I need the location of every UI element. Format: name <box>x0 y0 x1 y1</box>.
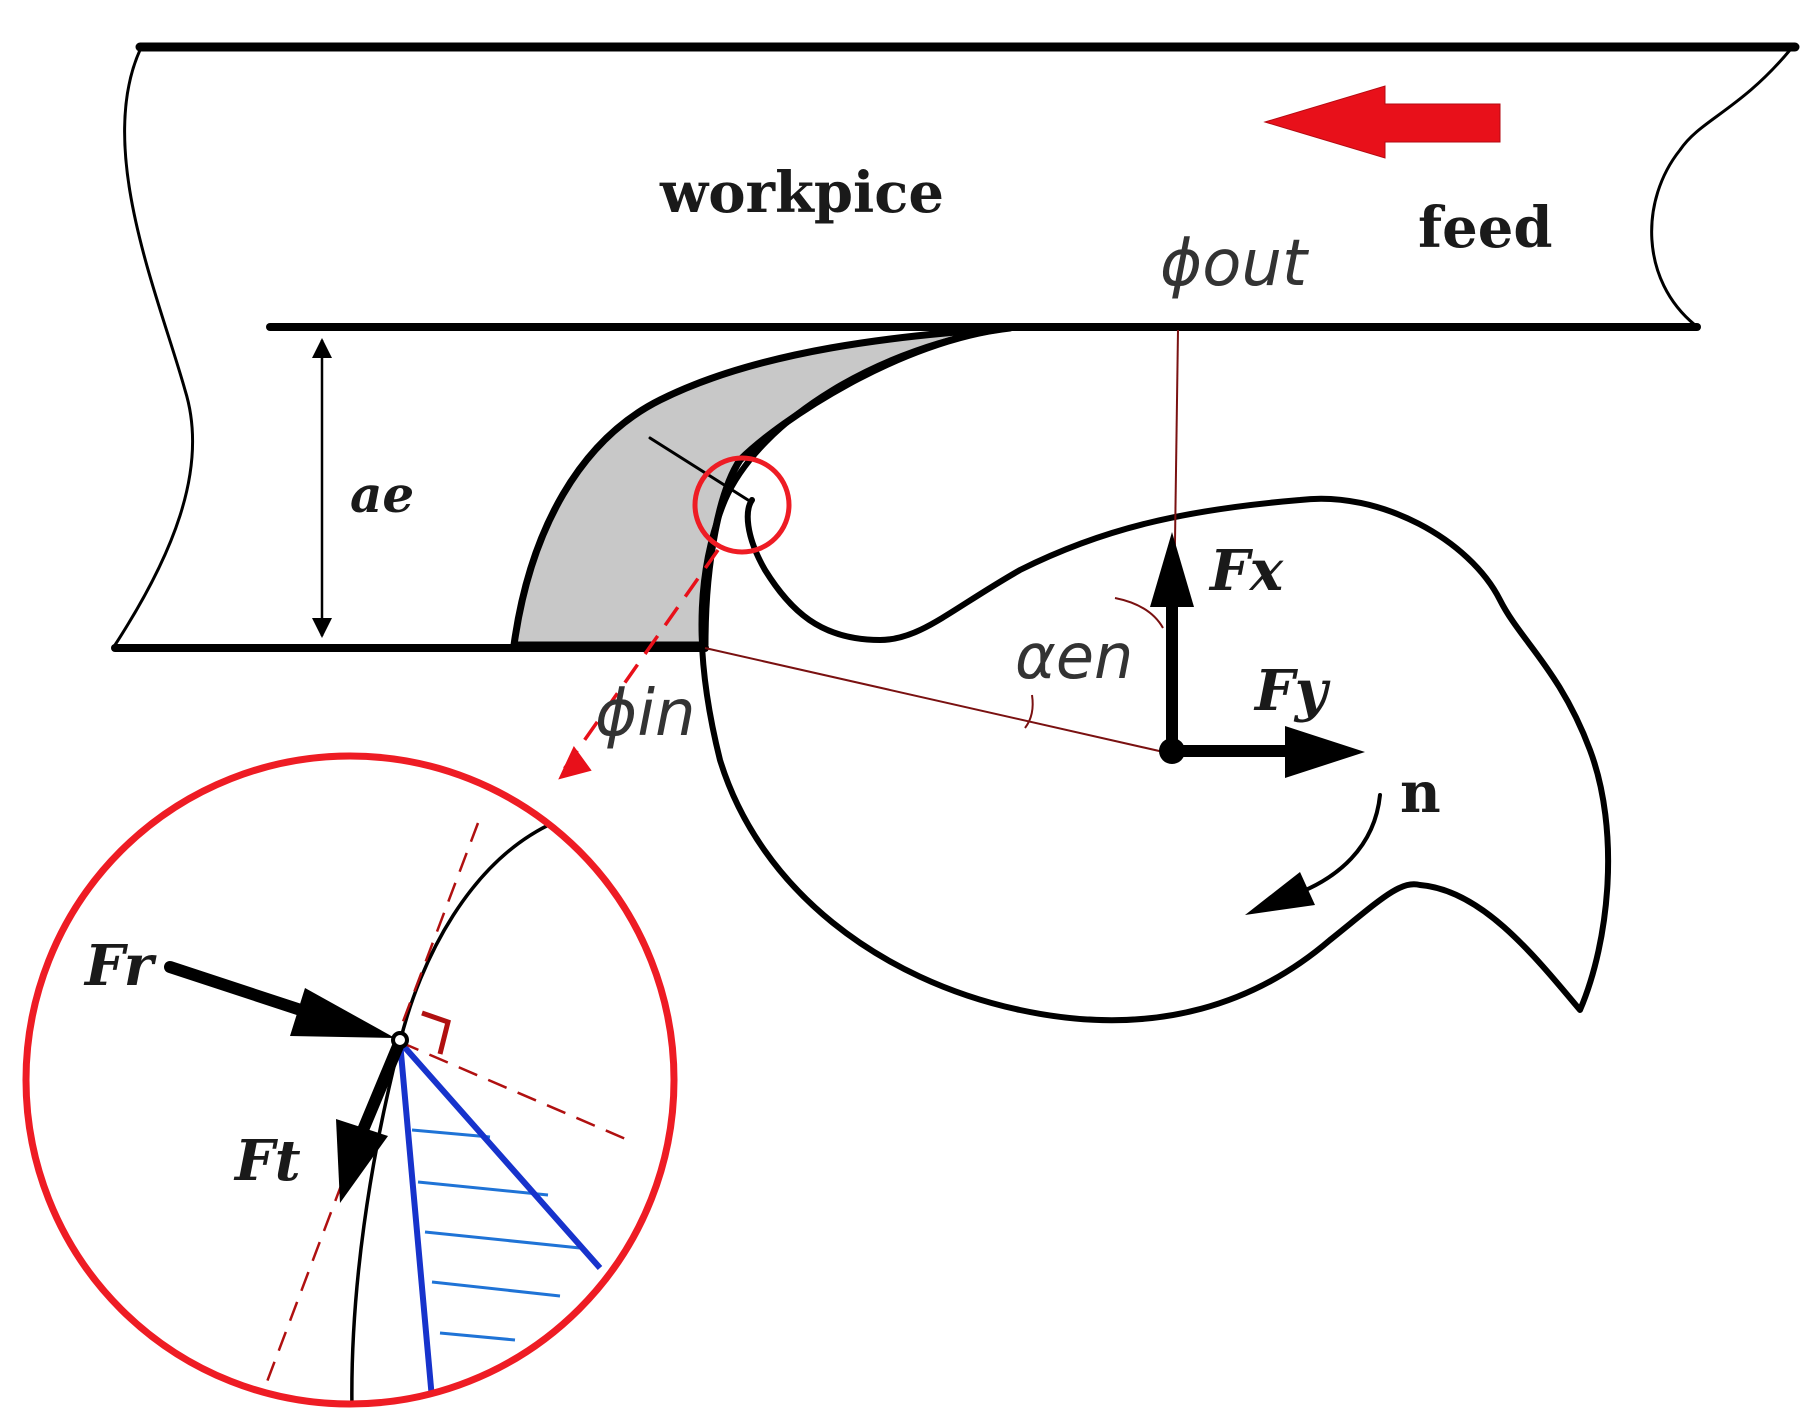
workpiece-label: workpice <box>659 160 944 226</box>
ft-arrow-head <box>336 1119 388 1203</box>
ae-label: ae <box>350 465 414 524</box>
feed-label: feed <box>1418 195 1553 261</box>
chip-area <box>510 324 1014 649</box>
n-label: n <box>1400 760 1441 826</box>
detail-leader-arrow-head <box>558 746 592 780</box>
fr-arrow-head <box>290 988 395 1038</box>
cutter-forces <box>1150 532 1365 778</box>
ft-arrow-shaft <box>357 1040 404 1136</box>
alpha-en-label: αen <box>1015 620 1133 693</box>
fx-arrow-head <box>1150 532 1194 607</box>
detail-leader-line <box>558 548 720 777</box>
cutter-center <box>1159 738 1185 764</box>
fr-label: Fr <box>83 933 157 999</box>
cutter-body <box>698 325 1612 1024</box>
workpiece-left-break-line <box>113 48 195 647</box>
rotation-indicator <box>1245 793 1382 915</box>
phi-in-label: ϕin <box>595 677 696 751</box>
detail-normal-line <box>399 1040 629 1142</box>
ft-label: Ft <box>233 1128 301 1194</box>
cutting-point <box>391 1031 409 1049</box>
feed-arrow <box>1263 85 1501 159</box>
engagement-angle-arc-upper <box>1114 597 1164 629</box>
entry-angle-line <box>704 647 1169 754</box>
detail-view <box>22 752 678 1408</box>
detail-view-circle <box>22 752 678 1408</box>
right-angle-mark <box>421 1010 451 1055</box>
engagement-angle-arc-lower <box>1024 694 1034 729</box>
rotation-arrow-head <box>1245 872 1315 915</box>
fx-label: Fx <box>1208 538 1284 604</box>
fy-arrow-head <box>1285 726 1365 778</box>
workpiece <box>111 42 1800 652</box>
phi-out-label: ϕout <box>1160 227 1310 301</box>
workpiece-right-break-line <box>1650 48 1792 327</box>
rake-face-hatching <box>411 1128 581 1342</box>
fy-label: Fy <box>1253 658 1331 724</box>
detail-marker-circle <box>692 455 792 555</box>
